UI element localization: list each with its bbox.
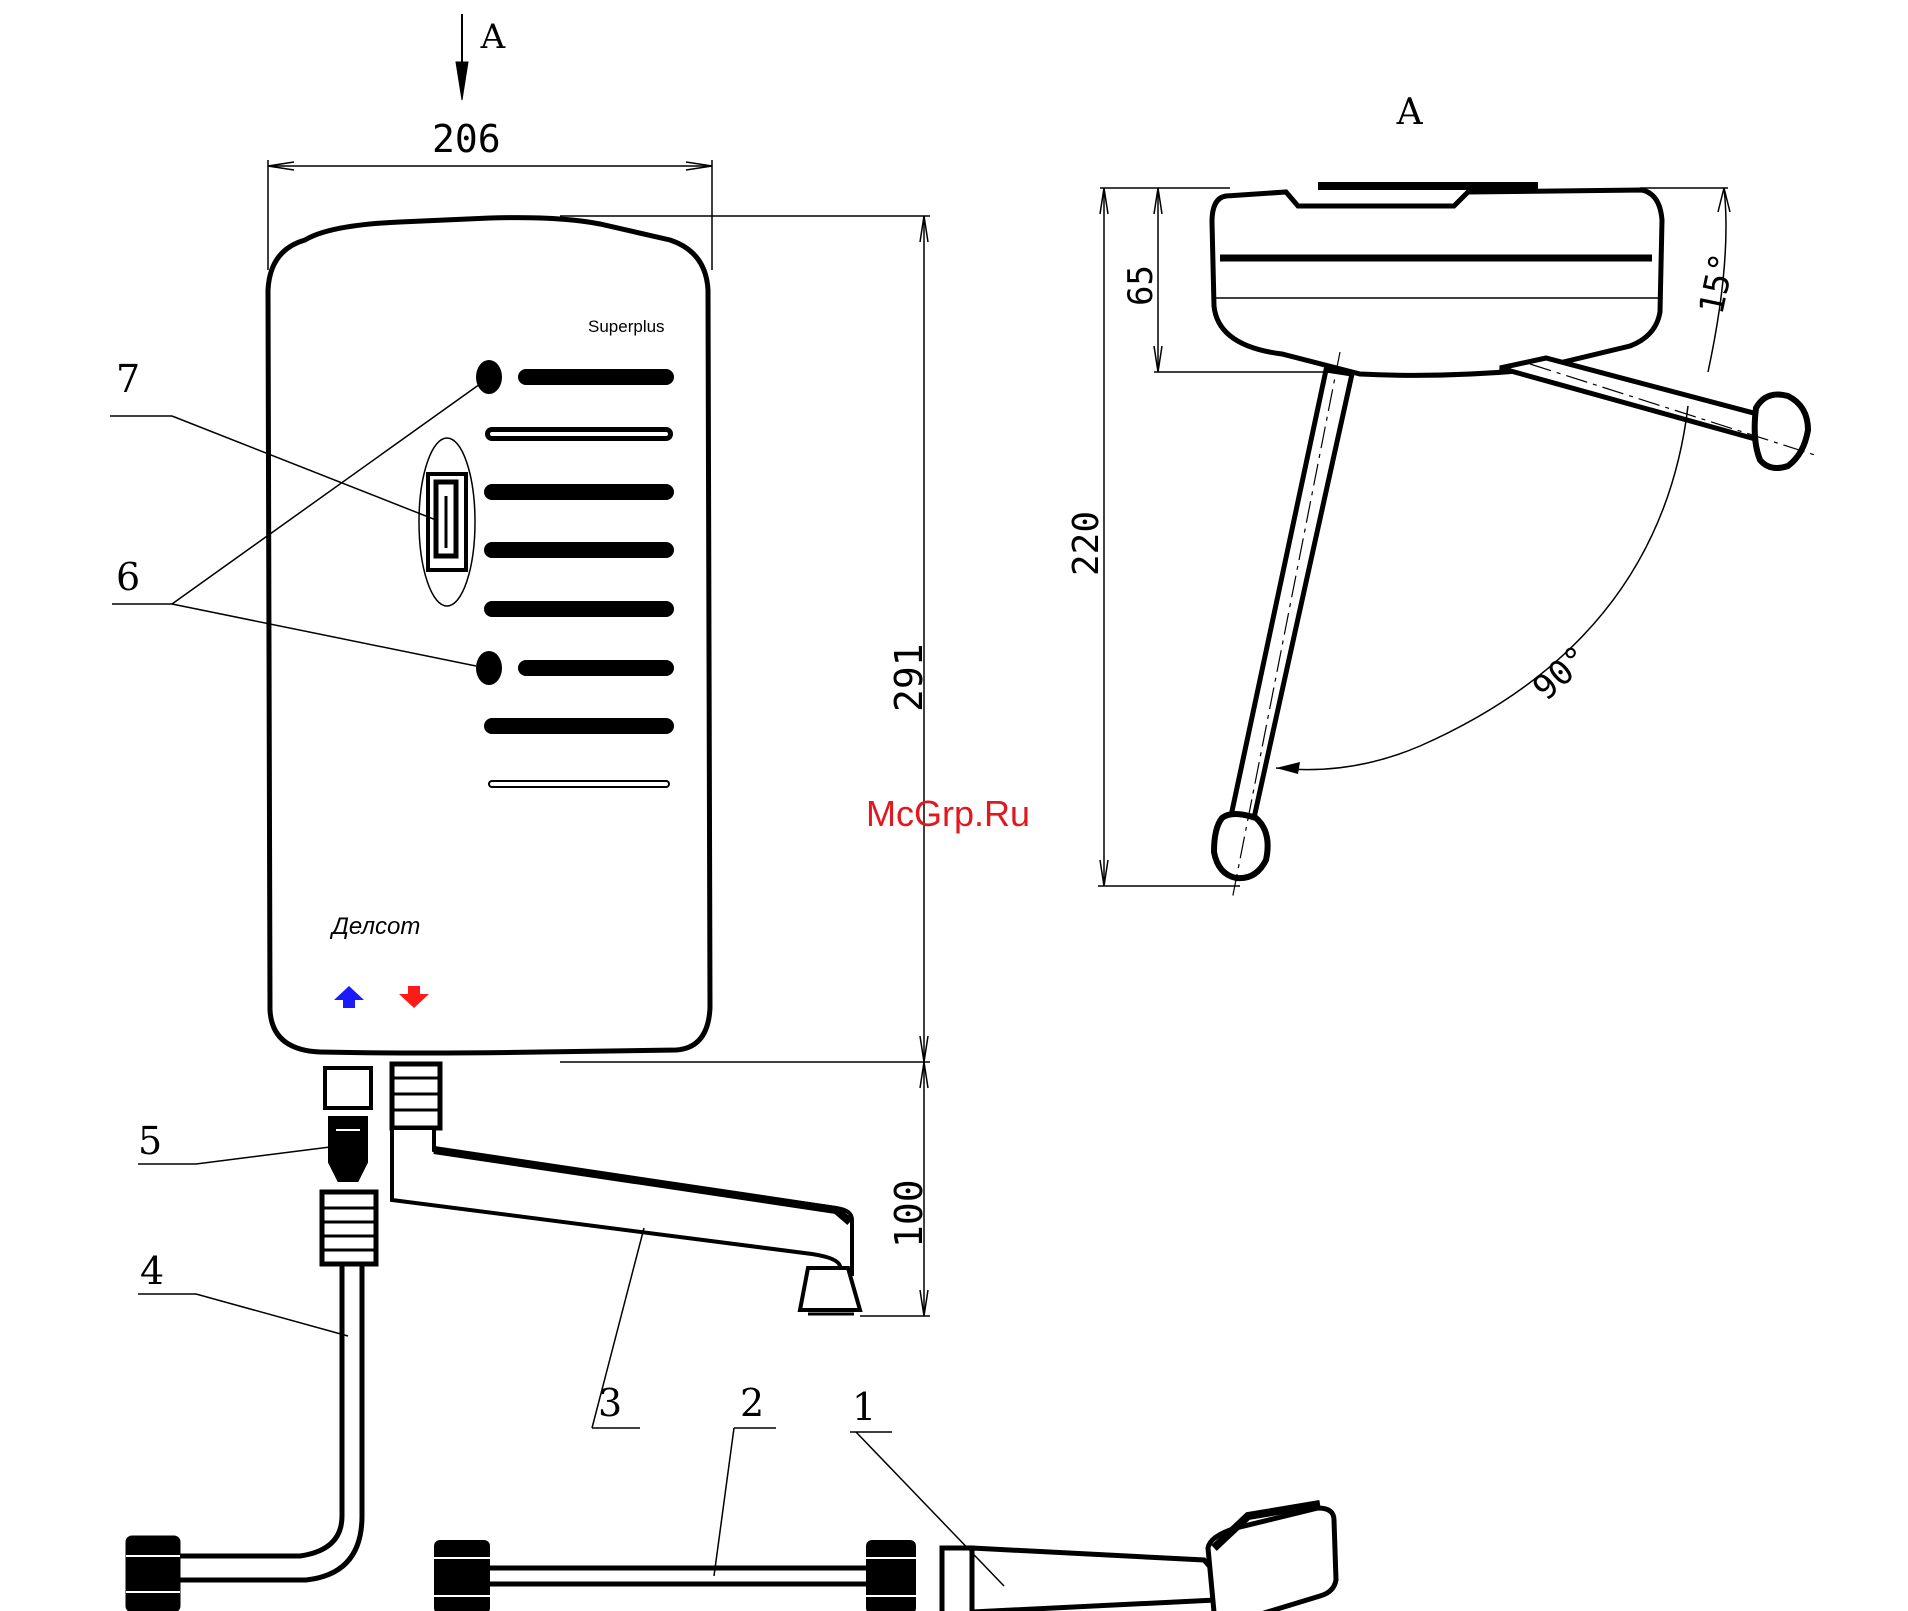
outlet-fitting — [392, 1064, 440, 1128]
angle-90-arc — [1276, 406, 1688, 770]
hose-connector — [322, 1192, 376, 1264]
callout-5-label: 5 — [138, 1119, 162, 1163]
callout-5-leader — [138, 1146, 338, 1164]
top-view-body — [1212, 190, 1662, 375]
callout-1-label: 1 — [852, 1385, 876, 1429]
view-marker-arrow — [456, 14, 468, 100]
reach-dimension-label: 220 — [1066, 511, 1107, 576]
shower-hose — [490, 1568, 866, 1584]
callout-2-leader — [714, 1428, 776, 1576]
shower-hose-nut-left — [434, 1540, 490, 1611]
shower-head-handle — [972, 1548, 1218, 1611]
depth-dimension-label: 65 — [1121, 265, 1161, 306]
inlet-fitting — [325, 1068, 371, 1180]
height-dimension-label: 291 — [887, 643, 931, 712]
angle-90-label: 90° — [1525, 638, 1597, 709]
shower-pipe — [178, 1264, 362, 1580]
callout-7-label: 7 — [116, 357, 140, 401]
angle-15-label: 15° — [1692, 249, 1744, 317]
callout-4-label: 4 — [140, 1249, 164, 1293]
shower-head — [1208, 1508, 1336, 1611]
shower-pipe-end-nut — [126, 1536, 180, 1611]
callout-3-label: 3 — [598, 1381, 622, 1425]
callout-6-label: 6 — [116, 555, 140, 599]
indicator-lamp-bottom — [476, 651, 502, 685]
view-a-title: А — [1396, 92, 1423, 133]
callout-2-label: 2 — [740, 1381, 764, 1425]
indicator-lamp-top — [476, 360, 502, 394]
top-view-spout-down-axis — [1232, 352, 1340, 900]
width-dimension-label: 206 — [432, 117, 501, 161]
brand-label: Делсот — [329, 913, 420, 940]
spout-aerator — [800, 1268, 860, 1310]
shower-hose-nut-right — [866, 1540, 916, 1611]
shower-head-collar — [942, 1548, 972, 1611]
view-marker-label: А — [480, 17, 506, 57]
top-view-spout-right — [1500, 358, 1780, 442]
top-view-spout-right-tip — [1755, 395, 1808, 469]
model-label: Superplus — [588, 317, 665, 336]
callout-4-leader — [138, 1294, 348, 1336]
spout-drop-dimension-label: 100 — [887, 1179, 931, 1248]
watermark: McGrp.Ru — [866, 793, 1030, 834]
angle-90-arrow — [1276, 762, 1300, 774]
top-view-spout-down-tip — [1214, 814, 1268, 878]
